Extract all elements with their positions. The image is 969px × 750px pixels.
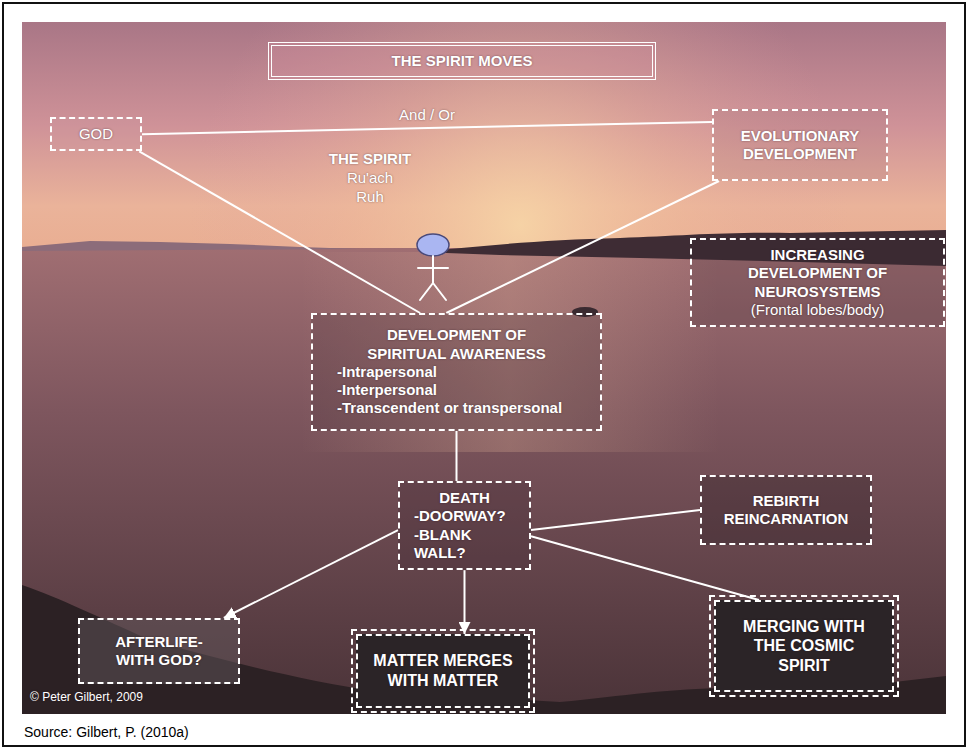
box-text: MERGING WITH THE COSMIC SPIRIT <box>737 617 872 676</box>
figure-body <box>432 256 434 283</box>
connector-arrow <box>224 530 398 618</box>
box-text: AFTERLIFE- WITH GOD? <box>109 633 209 670</box>
stick-figure <box>417 234 449 300</box>
outcome-box: AFTERLIFE- WITH GOD? <box>78 618 240 684</box>
box-subtext: -Intrapersonal <box>337 363 437 381</box>
box-subtext: -Interpersonal <box>337 381 437 399</box>
concept-box: GOD <box>50 117 142 151</box>
connector-line <box>446 181 719 313</box>
box-text: DEVELOPMENT OF SPIRITUAL AWARENESS <box>352 326 562 363</box>
process-box: DEVELOPMENT OF SPIRITUAL AWARENESS-Intra… <box>311 313 602 431</box>
sun-glow <box>22 22 946 254</box>
concept-box: EVOLUTIONARY DEVELOPMENT <box>712 109 888 181</box>
outcome-box: MATTER MERGES WITH MATTER <box>356 634 530 708</box>
connector-line <box>142 122 712 134</box>
figure-leg <box>433 283 446 300</box>
outer-frame <box>3 3 965 746</box>
outcome-box: REBIRTH REINCARNATION <box>700 475 872 545</box>
photo-scene <box>22 22 946 714</box>
edge-label: And / Or <box>399 106 455 124</box>
decision-box: DEATH-DOORWAY?-BLANK WALL? <box>398 481 531 570</box>
connector-line <box>456 431 458 481</box>
spirit-term: Ruh <box>356 188 384 206</box>
connector-arrow <box>464 570 466 634</box>
figure-arms <box>418 267 448 269</box>
sky <box>22 22 946 254</box>
connector-line <box>531 536 759 600</box>
source-caption: Source: Gilbert, P. (2010a) <box>24 724 189 741</box>
figure-leg <box>420 283 433 300</box>
box-subtext: -BLANK WALL? <box>414 526 519 563</box>
box-text: REBIRTH REINCARNATION <box>716 492 856 529</box>
box-subtext: -Transcendent or transpersonal <box>337 399 562 417</box>
connector-line <box>531 510 700 530</box>
box-text: DEATH <box>439 489 490 507</box>
box-subtext: -DOORWAY? <box>414 507 506 525</box>
heading-box: THE SPIRIT MOVES <box>268 42 656 80</box>
connector-line <box>139 151 420 313</box>
box-subtext: (Frontal lobes/body) <box>751 301 884 319</box>
box-text: GOD <box>79 125 113 143</box>
concept-box: INCREASING DEVELOPMENT OF NEUROSYSTEMS(F… <box>690 238 945 327</box>
spirit-term: Ru'ach <box>347 169 393 187</box>
foreground-rocks <box>22 585 946 714</box>
box-text: THE SPIRIT MOVES <box>392 52 533 70</box>
figure-head <box>417 234 449 256</box>
box-text: MATTER MERGES WITH MATTER <box>368 651 518 690</box>
box-text: EVOLUTIONARY DEVELOPMENT <box>730 127 870 164</box>
spirit-label: THE SPIRIT <box>329 150 412 168</box>
outcome-box: MERGING WITH THE COSMIC SPIRIT <box>714 600 894 692</box>
copyright-note: © Peter Gilbert, 2009 <box>30 690 143 704</box>
box-text: INCREASING DEVELOPMENT OF NEUROSYSTEMS <box>735 246 900 301</box>
